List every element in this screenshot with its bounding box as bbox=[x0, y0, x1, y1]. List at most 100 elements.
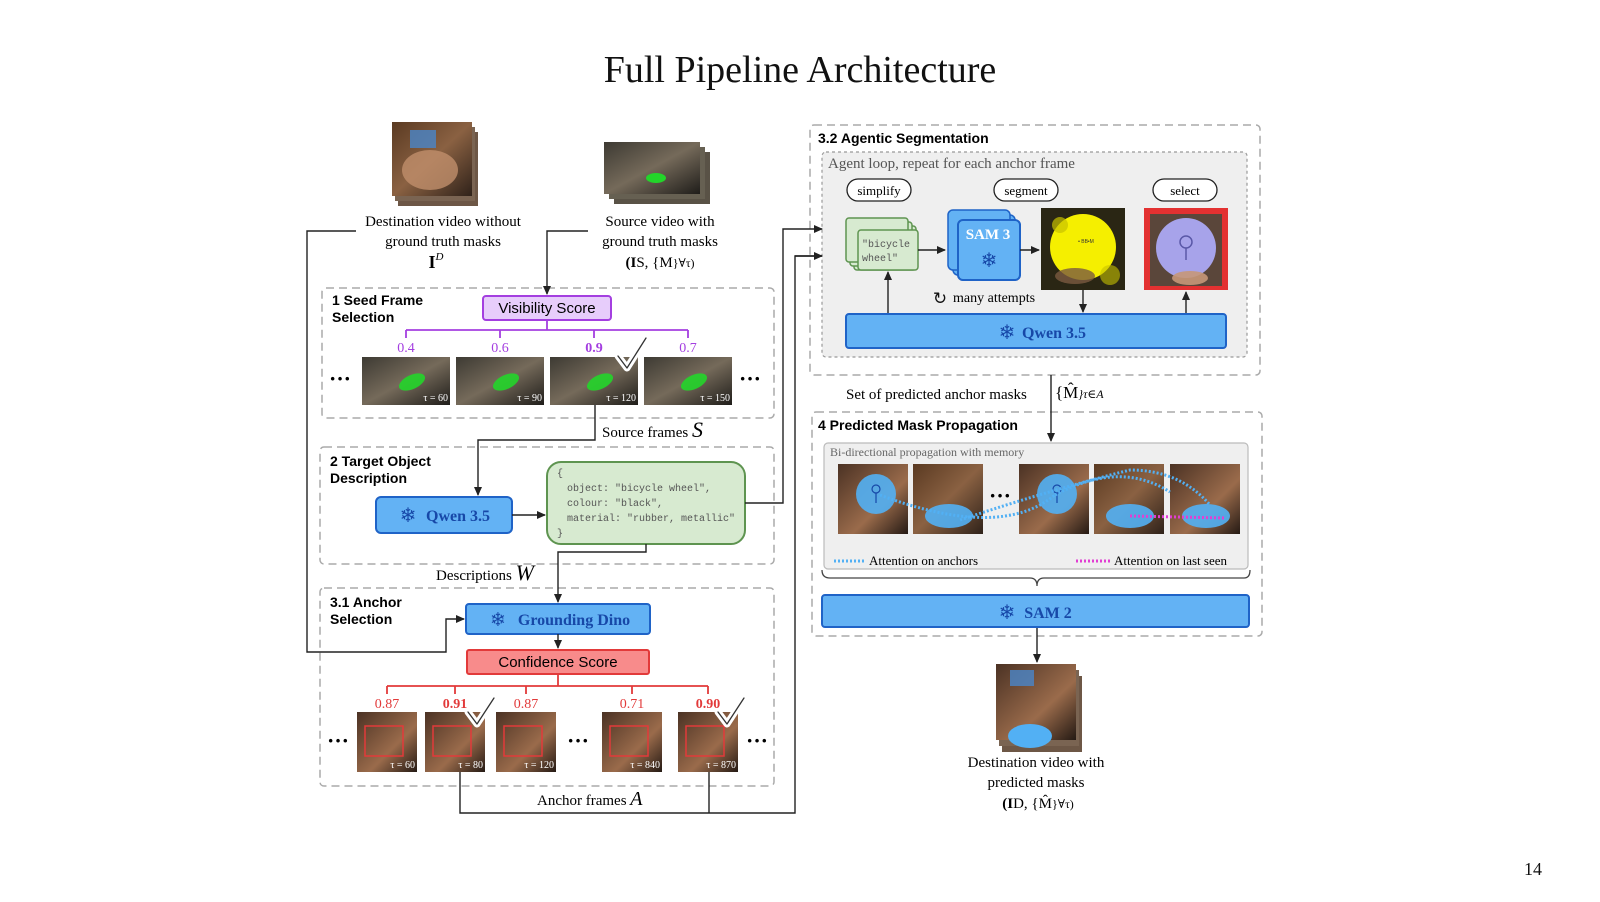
qwen-agent-box bbox=[845, 313, 1227, 349]
descriptions-text: Descriptions bbox=[436, 568, 512, 584]
confidence-score-tree bbox=[386, 674, 709, 694]
propagation-frame-5 bbox=[1170, 464, 1240, 534]
anchor-selection-heading-2: Selection bbox=[330, 611, 392, 627]
attention-arcs bbox=[879, 468, 1226, 522]
step-pill-1 bbox=[846, 178, 912, 202]
predicted-anchor-masks-symbol-base: {M̂ bbox=[1055, 383, 1078, 402]
step-pill-3 bbox=[1152, 178, 1218, 202]
target-description-heading-1: 2 Target Object bbox=[330, 453, 431, 469]
step-pill-label-3: select bbox=[1170, 183, 1200, 198]
sam3-snowflake-icon: ❄ bbox=[981, 250, 998, 272]
visibility-score-label: Visibility Score bbox=[498, 300, 595, 317]
confidence-score-label: Confidence Score bbox=[498, 654, 617, 671]
source-symbol-end: }∀τ) bbox=[673, 256, 695, 270]
anchor-selection-heading-1: 3.1 Anchor bbox=[330, 594, 402, 610]
target-description-heading-2: Description bbox=[330, 470, 407, 486]
anchor-frames-text: Anchor frames bbox=[537, 793, 627, 809]
json-line-5: } bbox=[557, 528, 563, 540]
output-symbol-end: }∀τ) bbox=[1052, 797, 1074, 811]
qwen-description-snowflake-icon: ❄ bbox=[400, 505, 417, 527]
sam2-snowflake-icon: ❄ bbox=[999, 602, 1016, 624]
prompt-card-line-1: "bicycle bbox=[862, 239, 910, 251]
anchor-frame-label-4: τ = 840 bbox=[630, 760, 660, 771]
predicted-anchor-masks-symbol: {M̂}τ∈A bbox=[1055, 383, 1104, 402]
anchor-checkmark-1-outline-icon bbox=[467, 697, 495, 725]
json-line-4: material: "rubber, metallic" bbox=[567, 513, 735, 525]
sam2-label: SAM 2 bbox=[1024, 605, 1072, 622]
seed-ellipsis-right: ··· bbox=[739, 366, 761, 391]
anchor-score-4: 0.71 bbox=[620, 697, 645, 712]
anchor-checkmark-2-outline-icon bbox=[717, 697, 745, 725]
step-pill-label-1: simplify bbox=[857, 183, 901, 198]
seed-frame-label-3: τ = 120 bbox=[606, 393, 636, 404]
mask-propagation-heading: 4 Predicted Mask Propagation bbox=[818, 417, 1018, 433]
anchor-score-2: 0.91 bbox=[443, 697, 468, 712]
anchor-ellipsis-right: ··· bbox=[746, 728, 768, 753]
seed-frame-label-2: τ = 90 bbox=[517, 393, 542, 404]
sam2-box bbox=[821, 594, 1250, 628]
seed-frame-4: τ = 150 bbox=[644, 357, 732, 405]
many-attempts-label: many attempts bbox=[953, 291, 1035, 306]
slide-title: Full Pipeline Architecture bbox=[603, 49, 997, 91]
anchor-frame-label-1: τ = 60 bbox=[390, 760, 415, 771]
destination-symbol-base: I bbox=[429, 252, 436, 272]
descriptions-label: Descriptions W bbox=[436, 560, 536, 585]
propagation-ellipsis: ··· bbox=[989, 483, 1011, 508]
anchor-score-3: 0.87 bbox=[514, 697, 539, 712]
source-video-thumbnail bbox=[604, 142, 710, 204]
seed-score-1: 0.4 bbox=[397, 341, 415, 356]
qwen-agent-label: Qwen 3.5 bbox=[1022, 325, 1086, 342]
seed-ellipsis-left: ··· bbox=[329, 366, 351, 391]
seed-checkmark-icon bbox=[614, 334, 650, 372]
source-frames-symbol: S bbox=[692, 417, 703, 442]
output-label-line2: predicted masks bbox=[987, 775, 1084, 791]
anchor-frame-label-3: τ = 120 bbox=[524, 760, 554, 771]
connector-lines bbox=[306, 225, 1055, 814]
source-frames-label: Source frames S bbox=[602, 417, 703, 442]
seed-frame-label-1: τ = 60 bbox=[423, 393, 448, 404]
json-line-2: object: "bicycle wheel", bbox=[567, 483, 711, 495]
agent-loop-label: Agent loop, repeat for each anchor frame bbox=[828, 156, 1075, 172]
seed-frame-3: τ = 120 bbox=[550, 357, 638, 405]
seed-score-3: 0.9 bbox=[585, 341, 603, 356]
qwen-agent-snowflake-icon: ❄ bbox=[999, 322, 1016, 344]
destination-label-line2: ground truth masks bbox=[385, 234, 501, 250]
seed-score-4: 0.7 bbox=[679, 341, 697, 356]
destination-label-line1: Destination video without bbox=[365, 214, 522, 230]
step-pill-label-2: segment bbox=[1004, 183, 1048, 198]
anchor-frame-4: τ = 840 bbox=[602, 712, 662, 772]
sam3-label: SAM 3 bbox=[966, 227, 1011, 243]
source-frames-text: Source frames bbox=[602, 425, 688, 441]
destination-symbol-sup: D bbox=[435, 251, 444, 263]
segment-candidate-image: • BB•M bbox=[1041, 208, 1125, 290]
anchor-checkmark-1-icon bbox=[464, 694, 498, 728]
output-symbol-base: (I bbox=[1002, 796, 1013, 812]
agentic-segmentation-section bbox=[809, 124, 1261, 376]
predicted-anchor-masks-label: Set of predicted anchor masks bbox=[846, 387, 1027, 403]
visibility-score-tree bbox=[405, 320, 689, 338]
agent-loop-arrows bbox=[884, 246, 1190, 314]
anchor-frames-symbol: A bbox=[628, 788, 643, 810]
seed-score-2: 0.6 bbox=[491, 341, 509, 356]
source-symbol: (IS, {M}∀τ) bbox=[625, 255, 694, 271]
seed-frame-2: τ = 90 bbox=[456, 357, 544, 405]
output-video-thumbnail bbox=[996, 664, 1082, 752]
retry-icon: ↻ bbox=[933, 289, 947, 308]
descriptions-symbol: W bbox=[516, 560, 536, 585]
propagation-frame-1 bbox=[838, 464, 908, 534]
seed-selection-heading-2: Selection bbox=[332, 309, 394, 325]
anchor-ellipsis-left: ··· bbox=[327, 728, 349, 753]
anchor-checkmark-2-icon bbox=[714, 694, 748, 728]
output-symbol-rest: D, {M̂ bbox=[1013, 795, 1052, 812]
json-line-3: colour: "black", bbox=[567, 498, 663, 510]
sam3-box bbox=[947, 209, 1021, 281]
svg-text:• BB•M: • BB•M bbox=[1078, 239, 1094, 245]
agentic-segmentation-heading: 3.2 Agentic Segmentation bbox=[818, 130, 989, 146]
output-symbol: (ID, {M̂}∀τ) bbox=[1002, 795, 1074, 812]
predicted-anchor-masks-symbol-end: }τ∈A bbox=[1078, 387, 1104, 401]
propagation-frame-3 bbox=[1019, 464, 1089, 534]
propagation-frame-2 bbox=[913, 464, 983, 534]
destination-symbol: ID bbox=[429, 251, 444, 272]
propagation-brace bbox=[821, 569, 1251, 587]
